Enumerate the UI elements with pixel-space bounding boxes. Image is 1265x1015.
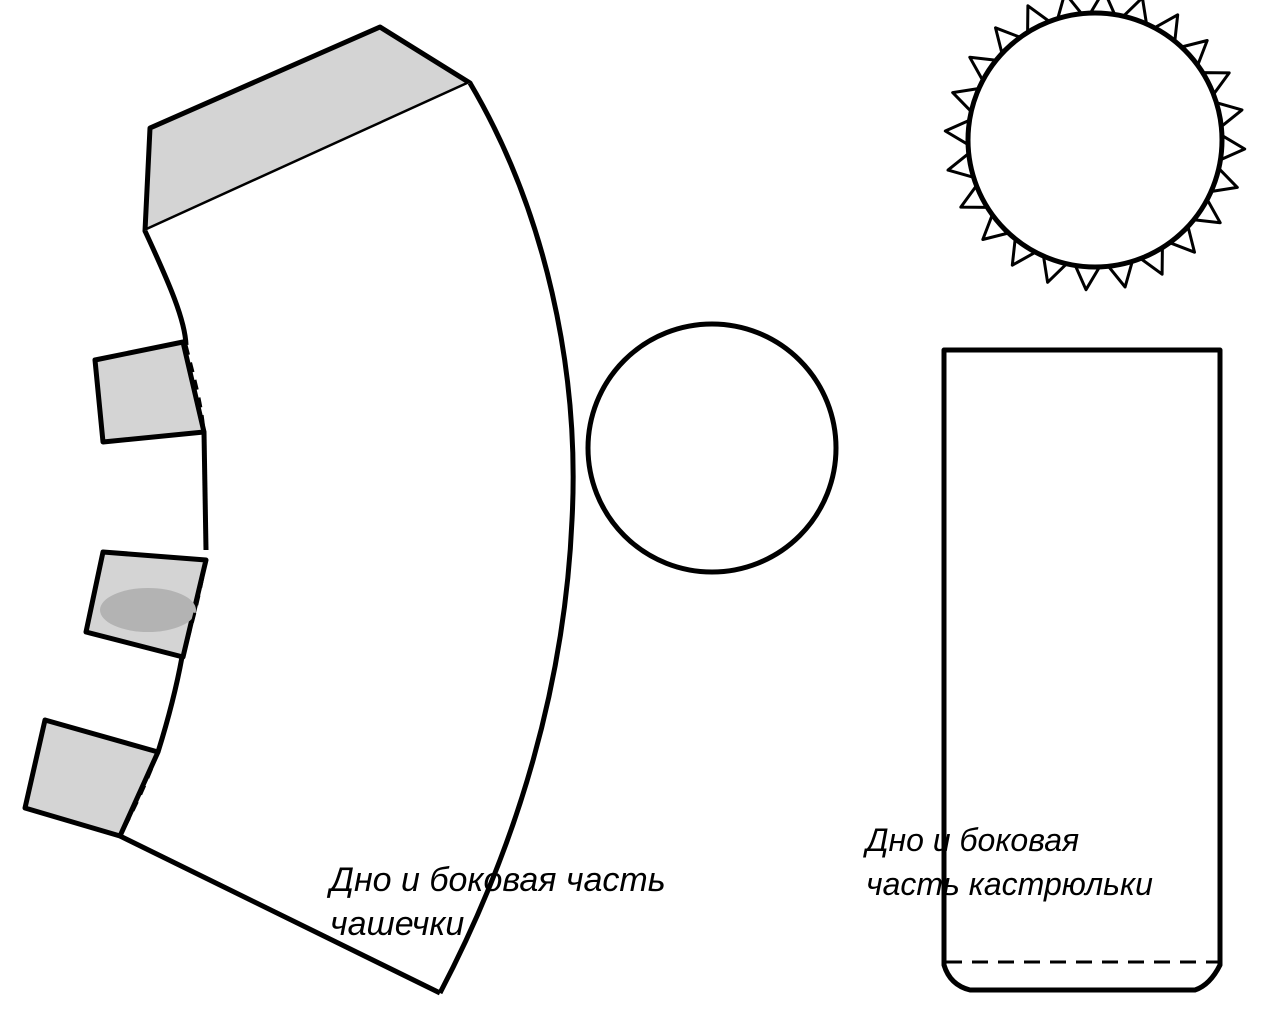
pot-bottom-circle (965, 10, 1225, 270)
cup-side-inner-edge-mid (201, 431, 209, 551)
cup-side-inner-edge-low (155, 656, 185, 753)
cup-bottom-circle (585, 321, 839, 575)
cup-side-bottom-edge (118, 833, 442, 996)
cup-caption-line-1: Дно и боковая часть (330, 861, 666, 899)
pot-side-rectangle (941, 347, 1223, 993)
pot-caption-line-1: Дно и боковая (866, 822, 1080, 858)
cup-side-body (25, 83, 574, 993)
cup-side-inner-edge (142, 229, 189, 346)
cup-side-outer-edge (437, 81, 576, 995)
pot-side-pattern (941, 347, 1223, 993)
cup-caption-line-2: чашечки (330, 905, 465, 943)
cup-fold-line-1 (184, 344, 206, 433)
cup-caption: Дно и боковая часть чашечки (330, 858, 666, 946)
cup-bottom-tab-1 (92, 339, 207, 445)
pot-bottom-pattern (943, 0, 1247, 292)
cup-bottom-tab-2-shade (100, 588, 196, 632)
pot-caption: Дно и боковая часть кастрюльки (866, 818, 1153, 906)
cup-side-pattern (22, 24, 576, 996)
pot-caption-line-2: часть кастрюльки (866, 866, 1153, 902)
